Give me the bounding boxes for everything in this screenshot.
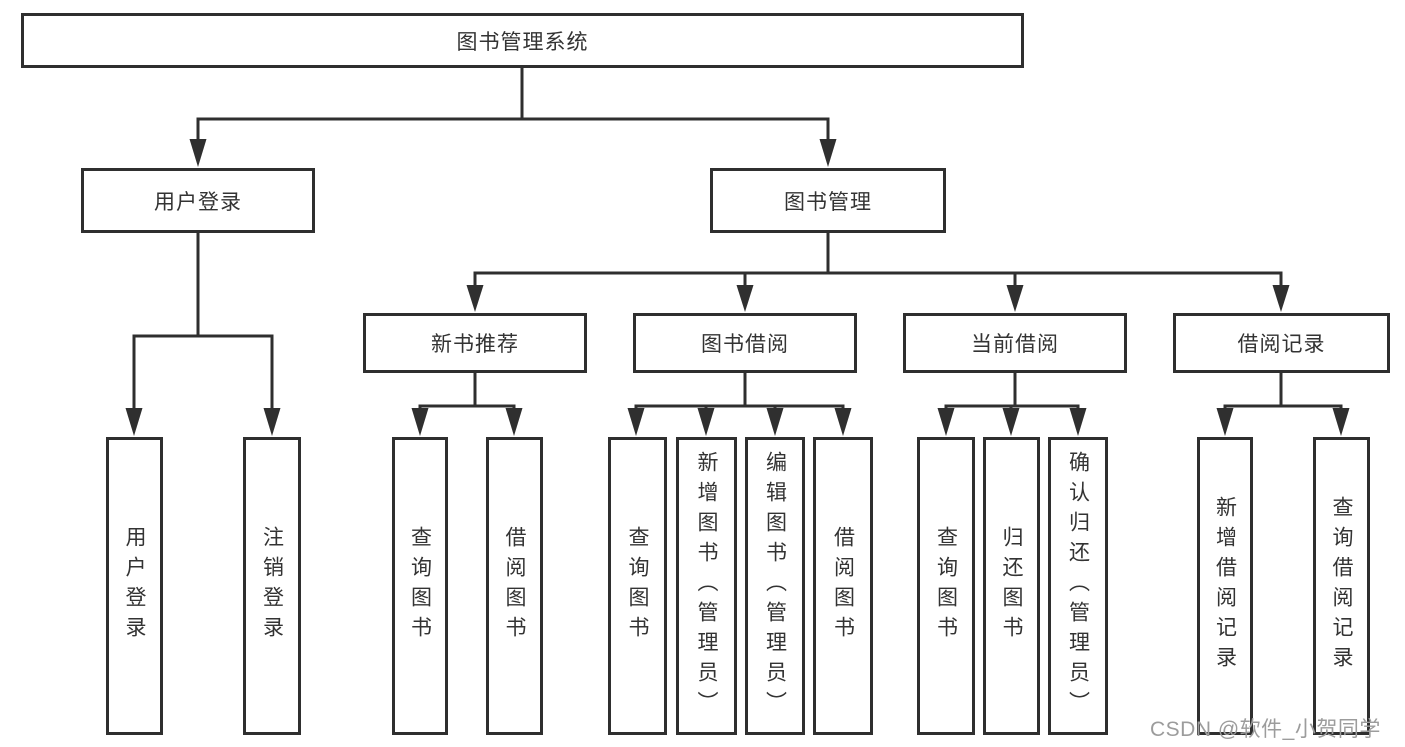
node-book-management: 图书管理: [710, 168, 946, 233]
leaf-add-book-admin-label: 新增图书（管理员）: [695, 451, 719, 721]
leaf-edit-book-admin: 编辑图书（管理员）: [745, 437, 805, 735]
leaf-query-books-current: 查询图书: [917, 437, 975, 735]
node-current-borrow: 当前借阅: [903, 313, 1127, 373]
leaf-return-book: 归还图书: [983, 437, 1040, 735]
leaf-add-borrow-record-label: 新增借阅记录: [1213, 496, 1237, 676]
node-new-book-recommend: 新书推荐: [363, 313, 587, 373]
node-borrow-records: 借阅记录: [1173, 313, 1390, 373]
leaf-query-books-recommend-label: 查询图书: [408, 526, 432, 646]
node-root: 图书管理系统: [21, 13, 1024, 68]
leaf-add-borrow-record: 新增借阅记录: [1197, 437, 1253, 735]
leaf-query-books-borrow: 查询图书: [608, 437, 667, 735]
leaf-add-book-admin: 新增图书（管理员）: [676, 437, 737, 735]
node-user-login-label: 用户登录: [154, 190, 242, 214]
leaf-return-book-label: 归还图书: [1000, 526, 1024, 646]
leaf-query-borrow-record: 查询借阅记录: [1313, 437, 1370, 735]
leaf-query-borrow-record-label: 查询借阅记录: [1330, 496, 1354, 676]
leaf-confirm-return-admin-label: 确认归还（管理员）: [1066, 451, 1090, 721]
leaf-user-login: 用户登录: [106, 437, 163, 735]
node-book-management-label: 图书管理: [784, 190, 872, 214]
node-new-book-recommend-label: 新书推荐: [431, 333, 519, 356]
node-user-login: 用户登录: [81, 168, 315, 233]
leaf-user-login-label: 用户登录: [123, 526, 147, 646]
leaf-query-books-borrow-label: 查询图书: [626, 526, 650, 646]
leaf-borrow-books-recommend: 借阅图书: [486, 437, 543, 735]
leaf-query-books-recommend: 查询图书: [392, 437, 448, 735]
leaf-borrow-books-borrow: 借阅图书: [813, 437, 873, 735]
leaf-logout-label: 注销登录: [260, 526, 284, 646]
node-borrow-records-label: 借阅记录: [1237, 333, 1326, 356]
arrowheads: [125, 139, 1350, 436]
node-book-borrow: 图书借阅: [633, 313, 857, 373]
leaf-logout: 注销登录: [243, 437, 301, 735]
csdn-watermark: CSDN @软件_小贺同学: [1150, 718, 1381, 741]
leaf-edit-book-admin-label: 编辑图书（管理员）: [763, 451, 787, 721]
node-current-borrow-label: 当前借阅: [971, 333, 1059, 356]
leaf-query-books-current-label: 查询图书: [934, 526, 958, 646]
leaf-confirm-return-admin: 确认归还（管理员）: [1048, 437, 1108, 735]
node-root-label: 图书管理系统: [456, 30, 589, 54]
node-book-borrow-label: 图书借阅: [701, 333, 789, 356]
leaf-borrow-books-recommend-label: 借阅图书: [503, 526, 527, 646]
leaf-borrow-books-borrow-label: 借阅图书: [831, 526, 855, 646]
